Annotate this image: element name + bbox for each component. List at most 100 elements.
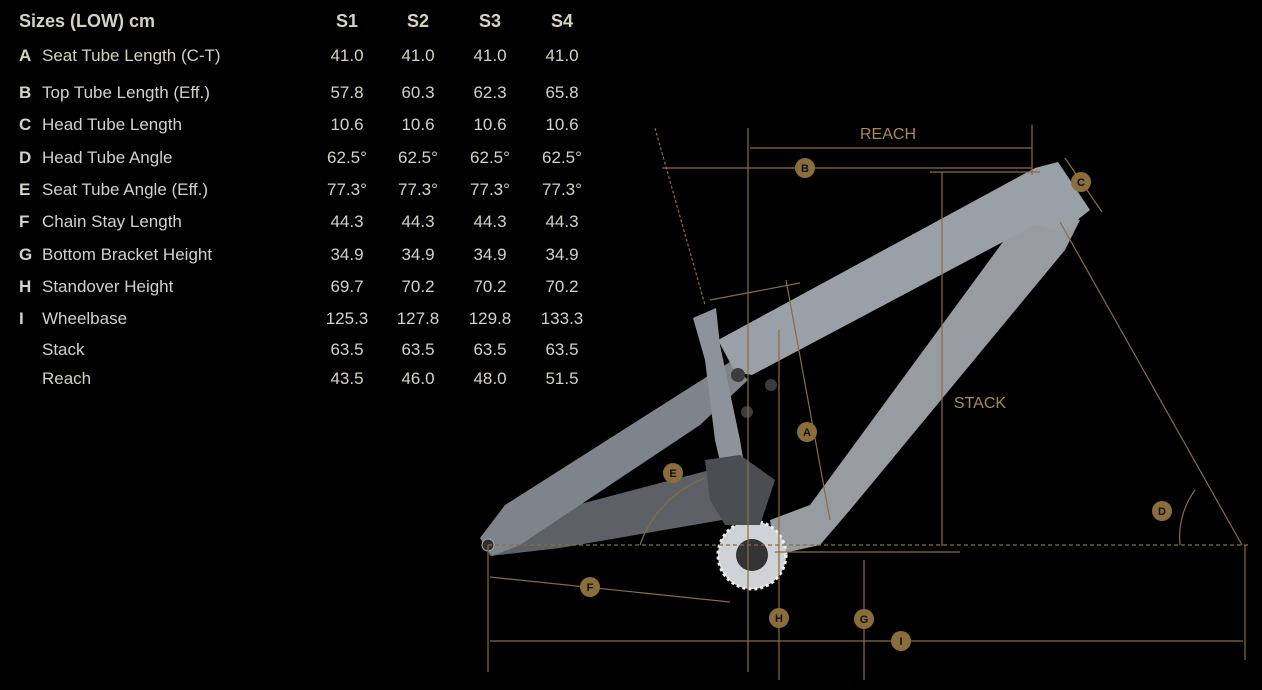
badge-letter: C [1077,177,1085,189]
badge-h: H [769,608,789,628]
row-value-s2: 34.9 [401,245,435,264]
badge-e: E [663,463,683,483]
dimension-lines [487,125,1250,680]
bike-frame [480,162,1090,591]
row-letter: H [19,277,32,296]
size-header-s1: S1 [335,11,359,31]
row-letter: F [19,212,30,231]
row-value-s4: 65.8 [545,83,579,102]
badge-letter: E [669,468,676,480]
row-name: Seat Tube Angle (Eff.) [42,180,209,199]
row-letter: I [19,309,24,328]
badge-circle [891,631,911,651]
row-value-s2: 10.6 [401,115,435,134]
size-header-s4: S4 [550,11,574,31]
row-value-s1: 69.7 [330,277,364,296]
table-header-title: Sizes (LOW) cm [19,11,156,31]
row-value-s1: 34.9 [330,245,364,264]
row-name: Reach [42,369,92,388]
row-letter: B [19,83,32,102]
row-value-s3: 41.0 [473,46,507,65]
row-value-s4: 77.3° [542,180,582,199]
row-letter: D [19,148,32,167]
row-value-s4: 10.6 [545,115,579,134]
row-value-s4: 62.5° [542,148,582,167]
row-value-s2: 62.5° [398,148,438,167]
badge-i: I [891,631,911,651]
row-value-s3: 129.8 [468,309,512,328]
row-value-s3: 10.6 [473,115,507,134]
row-letter: E [19,180,31,199]
badge-b: B [795,158,815,178]
row-value-s1: 10.6 [330,115,364,134]
badge-letter: D [1158,506,1166,518]
row-value-s4: 34.9 [545,245,579,264]
row-value-s2: 44.3 [401,212,435,231]
geometry-table: Sizes (LOW) cm S1 S2 S3 S4 A Seat Tube L… [0,0,620,400]
row-value-s3: 62.3 [473,83,507,102]
row-value-s1: 125.3 [325,309,369,328]
row-value-s1: 57.8 [330,83,364,102]
row-value-s3: 63.5 [473,340,507,359]
badge-f: F [580,577,600,597]
row-value-s2: 77.3° [398,180,438,199]
row-value-s1: 43.5 [330,369,364,388]
badge-letter: F [587,582,594,594]
row-name: Standover Height [42,277,174,296]
badge-circle [769,608,789,628]
badge-circle [1071,172,1091,192]
table-row: B Top Tube Length (Eff.) 57.8 60.3 62.3 65.8 [0,81,620,105]
row-name: Seat Tube Length (C-T) [42,46,221,65]
row-name: Bottom Bracket Height [42,245,213,264]
badge-a: A [797,422,817,442]
row-value-s2: 60.3 [401,83,435,102]
row-letter: A [19,46,32,65]
badge-circle [1152,501,1172,521]
table-row: E Seat Tube Angle (Eff.)77.3°77.3°77.3°7… [0,178,620,202]
row-value-s3: 48.0 [473,369,507,388]
row-value-s2: 41.0 [401,46,435,65]
row-value-s4: 41.0 [545,46,579,65]
row-value-s2: 70.2 [401,277,435,296]
badge-letter: B [801,163,809,175]
row-value-s3: 70.2 [473,277,507,296]
row-value-s4: 63.5 [545,340,579,359]
table-row: A Seat Tube Length (C-T) 41.0 41.0 41.0 41.0 [0,44,620,68]
row-letter: C [19,115,32,134]
table-row: G Bottom Bracket Height 34.9 34.9 34.9 34.9 [0,243,620,267]
row-name: Head Tube Angle [42,148,173,167]
stack-label: STACK [954,395,1006,412]
badge-c: C [1071,172,1091,192]
size-header-s2: S2 [406,11,430,31]
badge-d: D [1152,501,1172,521]
size-header-s3: S3 [478,11,502,31]
badge-circle [663,463,683,483]
badge-letter: I [899,636,902,648]
row-name: Wheelbase [42,309,128,328]
row-value-s3: 62.5° [470,148,510,167]
row-name: Top Tube Length (Eff.) [42,83,210,102]
table-row: D Head Tube Angle 62.5° 62.5° 62.5° 62.5° [0,146,620,170]
badge-circle [854,609,874,629]
reach-label: REACH [860,126,916,143]
badge-letter: A [803,427,811,439]
badge-letter: H [775,613,783,625]
row-value-s4: 133.3 [540,309,584,328]
row-value-s1: 44.3 [330,212,364,231]
row-value-s1: 63.5 [330,340,364,359]
row-name: Stack [42,340,85,359]
row-value-s1: 41.0 [330,46,364,65]
row-value-s2: 127.8 [396,309,440,328]
badge-g: G [854,609,874,629]
row-letter: G [19,245,33,264]
badge-circle [795,158,815,178]
badge-letter: G [860,614,869,626]
row-value-s3: 34.9 [473,245,507,264]
badge-circle [797,422,817,442]
row-value-s1: 77.3° [327,180,367,199]
row-value-s1: 62.5° [327,148,367,167]
